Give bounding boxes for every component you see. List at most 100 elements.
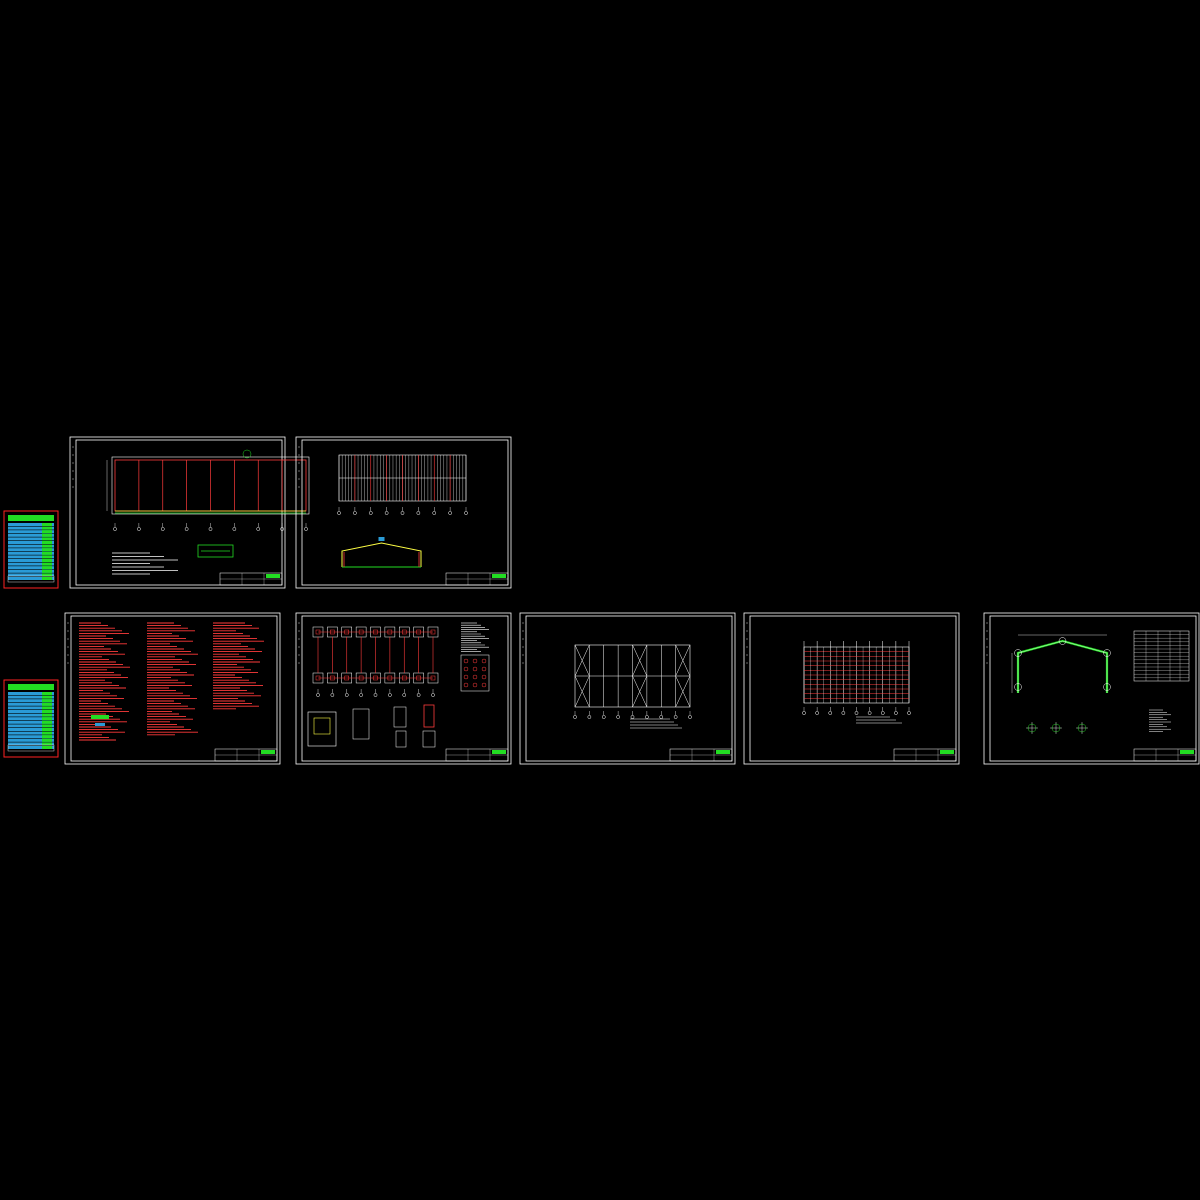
foundation-axis-bubble — [373, 693, 378, 697]
bolt-hole-icon — [481, 674, 487, 680]
index-row — [8, 695, 54, 699]
index-row — [8, 735, 54, 739]
index-row — [8, 544, 54, 548]
index-sheet-border — [3, 510, 59, 589]
index-row — [8, 530, 54, 534]
title-block-stamp — [716, 750, 730, 754]
index-row — [8, 573, 54, 577]
index-row-sheet-no — [42, 713, 52, 717]
index-row — [8, 533, 54, 537]
index-row-sheet-no — [42, 533, 52, 537]
cross-brace — [675, 644, 691, 677]
foundation-axis-bubble — [431, 693, 435, 697]
sheet-index-2[interactable] — [3, 679, 59, 758]
foundation-axis-bubble — [359, 693, 363, 697]
index-footer — [7, 744, 55, 752]
index-row — [8, 551, 54, 555]
bolt-hole-icon — [463, 666, 469, 672]
roof-axis-bubble — [368, 511, 373, 515]
sheet-outer-border — [69, 436, 286, 589]
index-row-sheet-no — [42, 692, 52, 695]
detail-section-a — [352, 708, 370, 740]
index-row-sheet-no — [42, 746, 52, 749]
index-row-sheet-no — [42, 551, 52, 555]
index-row-sheet-no — [42, 710, 52, 713]
bolt-hole-icon — [463, 674, 469, 680]
sheet-index-1[interactable] — [3, 510, 59, 589]
index-row — [8, 526, 54, 530]
index-footer — [7, 575, 55, 583]
section-tag — [378, 537, 385, 541]
index-row-sheet-no — [42, 569, 52, 573]
plan-axis-bubble — [184, 527, 189, 531]
plan-axis-bubble — [280, 527, 284, 531]
index-row — [8, 699, 54, 703]
title-block — [219, 572, 283, 586]
section-frame-outline — [341, 542, 422, 567]
sheet-portal-frame[interactable] — [983, 612, 1200, 765]
cross-brace — [574, 675, 590, 708]
sheet-inner-border — [989, 615, 1197, 762]
index-row-sheet-no — [42, 720, 52, 724]
index-row — [8, 566, 54, 570]
sheet-plan-1[interactable] — [69, 436, 310, 589]
sheet-inner-border — [75, 439, 283, 586]
plan-legend-box — [197, 544, 234, 558]
foundation-axis-bubble — [402, 693, 407, 697]
sheet-general-notes[interactable] — [64, 612, 281, 765]
bracing-axis-bubble — [587, 715, 592, 719]
purlin-axis-bubble — [802, 711, 806, 715]
sheet-outer-border — [983, 612, 1200, 765]
index-row-sheet-no — [42, 731, 52, 735]
sheet-outer-border — [295, 612, 512, 765]
detail-section-b — [393, 706, 407, 728]
index-row — [8, 720, 54, 724]
index-row-sheet-no — [42, 541, 52, 544]
foundation-axis-bubble — [316, 693, 320, 697]
title-block-stamp — [492, 574, 506, 578]
portal-frame-centerline — [1017, 640, 1108, 693]
sheet-foundation[interactable] — [295, 612, 512, 765]
index-row — [8, 728, 54, 731]
index-row-sheet-no — [42, 695, 52, 699]
index-row-sheet-no — [42, 559, 52, 562]
purlin-axis-bubble — [854, 711, 859, 715]
index-row-sheet-no — [42, 724, 52, 728]
connection-node-icon — [1103, 683, 1111, 691]
purlin-axis-bubble — [841, 711, 846, 715]
purlin-axis-bubble — [907, 711, 911, 715]
title-block — [893, 748, 957, 762]
sheet-inner-border — [301, 439, 509, 586]
sheet-outer-border — [743, 612, 960, 765]
bracing-axis-bubble — [688, 715, 692, 719]
index-row-sheet-no — [42, 735, 52, 739]
title-block — [1133, 748, 1197, 762]
sheet-purlins[interactable] — [743, 612, 960, 765]
index-row — [8, 742, 54, 746]
plan-axis-bubble — [113, 527, 117, 531]
connection-node-icon — [1058, 637, 1067, 645]
bolt-hole-icon — [481, 682, 487, 688]
note-highlight — [95, 723, 105, 726]
index-row-sheet-no — [42, 548, 52, 552]
title-block — [214, 748, 278, 762]
title-block — [445, 748, 509, 762]
sheet-bracing[interactable] — [519, 612, 736, 765]
connection-node-icon — [1014, 649, 1022, 657]
sheet-roof-section[interactable] — [295, 436, 512, 589]
index-header-band — [8, 684, 54, 690]
bracing-axis-bubble — [630, 715, 635, 719]
index-row-sheet-no — [42, 566, 52, 570]
index-row — [8, 738, 54, 742]
title-block-stamp — [1180, 750, 1194, 754]
connection-node-icon — [1014, 683, 1022, 691]
roof-axis-bubble — [416, 511, 421, 515]
cross-brace — [632, 675, 648, 708]
roof-axis-bubble — [432, 511, 437, 515]
bracing-axis-bubble — [645, 715, 649, 719]
index-row — [8, 562, 54, 566]
foundation-axis-bubble — [344, 693, 349, 697]
bolt-hole-icon — [472, 666, 478, 672]
sheet-outer-border — [295, 436, 512, 589]
